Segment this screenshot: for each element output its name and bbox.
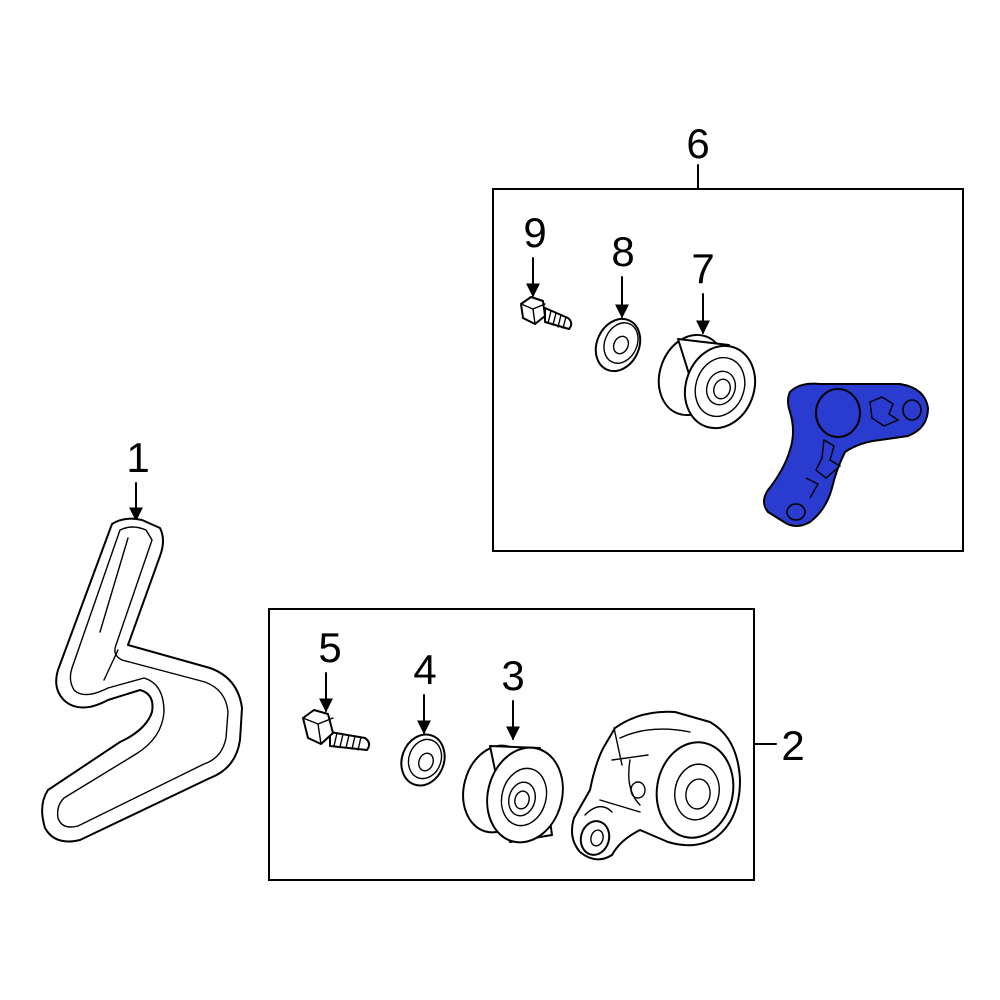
callout-4[interactable]: 4: [413, 646, 436, 693]
callout-5[interactable]: 5: [318, 624, 341, 671]
callout-9[interactable]: 9: [523, 209, 546, 256]
idler-bracket[interactable]: [763, 382, 929, 527]
callout-3[interactable]: 3: [501, 652, 524, 699]
callout-6[interactable]: 6: [686, 120, 709, 167]
flange-bolt-icon: [302, 709, 371, 751]
part-1[interactable]: 1: [41, 434, 243, 843]
part-5[interactable]: 5: [302, 624, 371, 751]
pulley-cap-icon: [400, 733, 446, 787]
part-4[interactable]: 4: [394, 646, 451, 792]
callout-2[interactable]: 2: [781, 722, 804, 769]
serpentine-belt-icon: [41, 517, 243, 843]
group-2-box: 2: [268, 608, 805, 881]
callout-8[interactable]: 8: [611, 228, 634, 275]
group-6-frame: [492, 188, 964, 552]
belt-tensioner-assembly-icon: [571, 710, 741, 861]
flange-bolt-icon: [520, 296, 573, 330]
callout-7[interactable]: 7: [691, 245, 714, 292]
part-8[interactable]: 8: [588, 228, 649, 378]
idler-bracket-icon: [763, 382, 929, 527]
pulley-cap-icon: [594, 317, 642, 373]
part-9[interactable]: 9: [520, 209, 573, 330]
group-6-box: 6: [492, 120, 964, 552]
callout-1[interactable]: 1: [126, 434, 149, 481]
part-7[interactable]: 7: [648, 245, 766, 438]
part-3[interactable]: 3: [454, 652, 573, 851]
tensioner-body[interactable]: [571, 710, 741, 861]
idler-pulley-icon: [657, 333, 757, 430]
tensioner-pulley-icon: [462, 744, 564, 844]
